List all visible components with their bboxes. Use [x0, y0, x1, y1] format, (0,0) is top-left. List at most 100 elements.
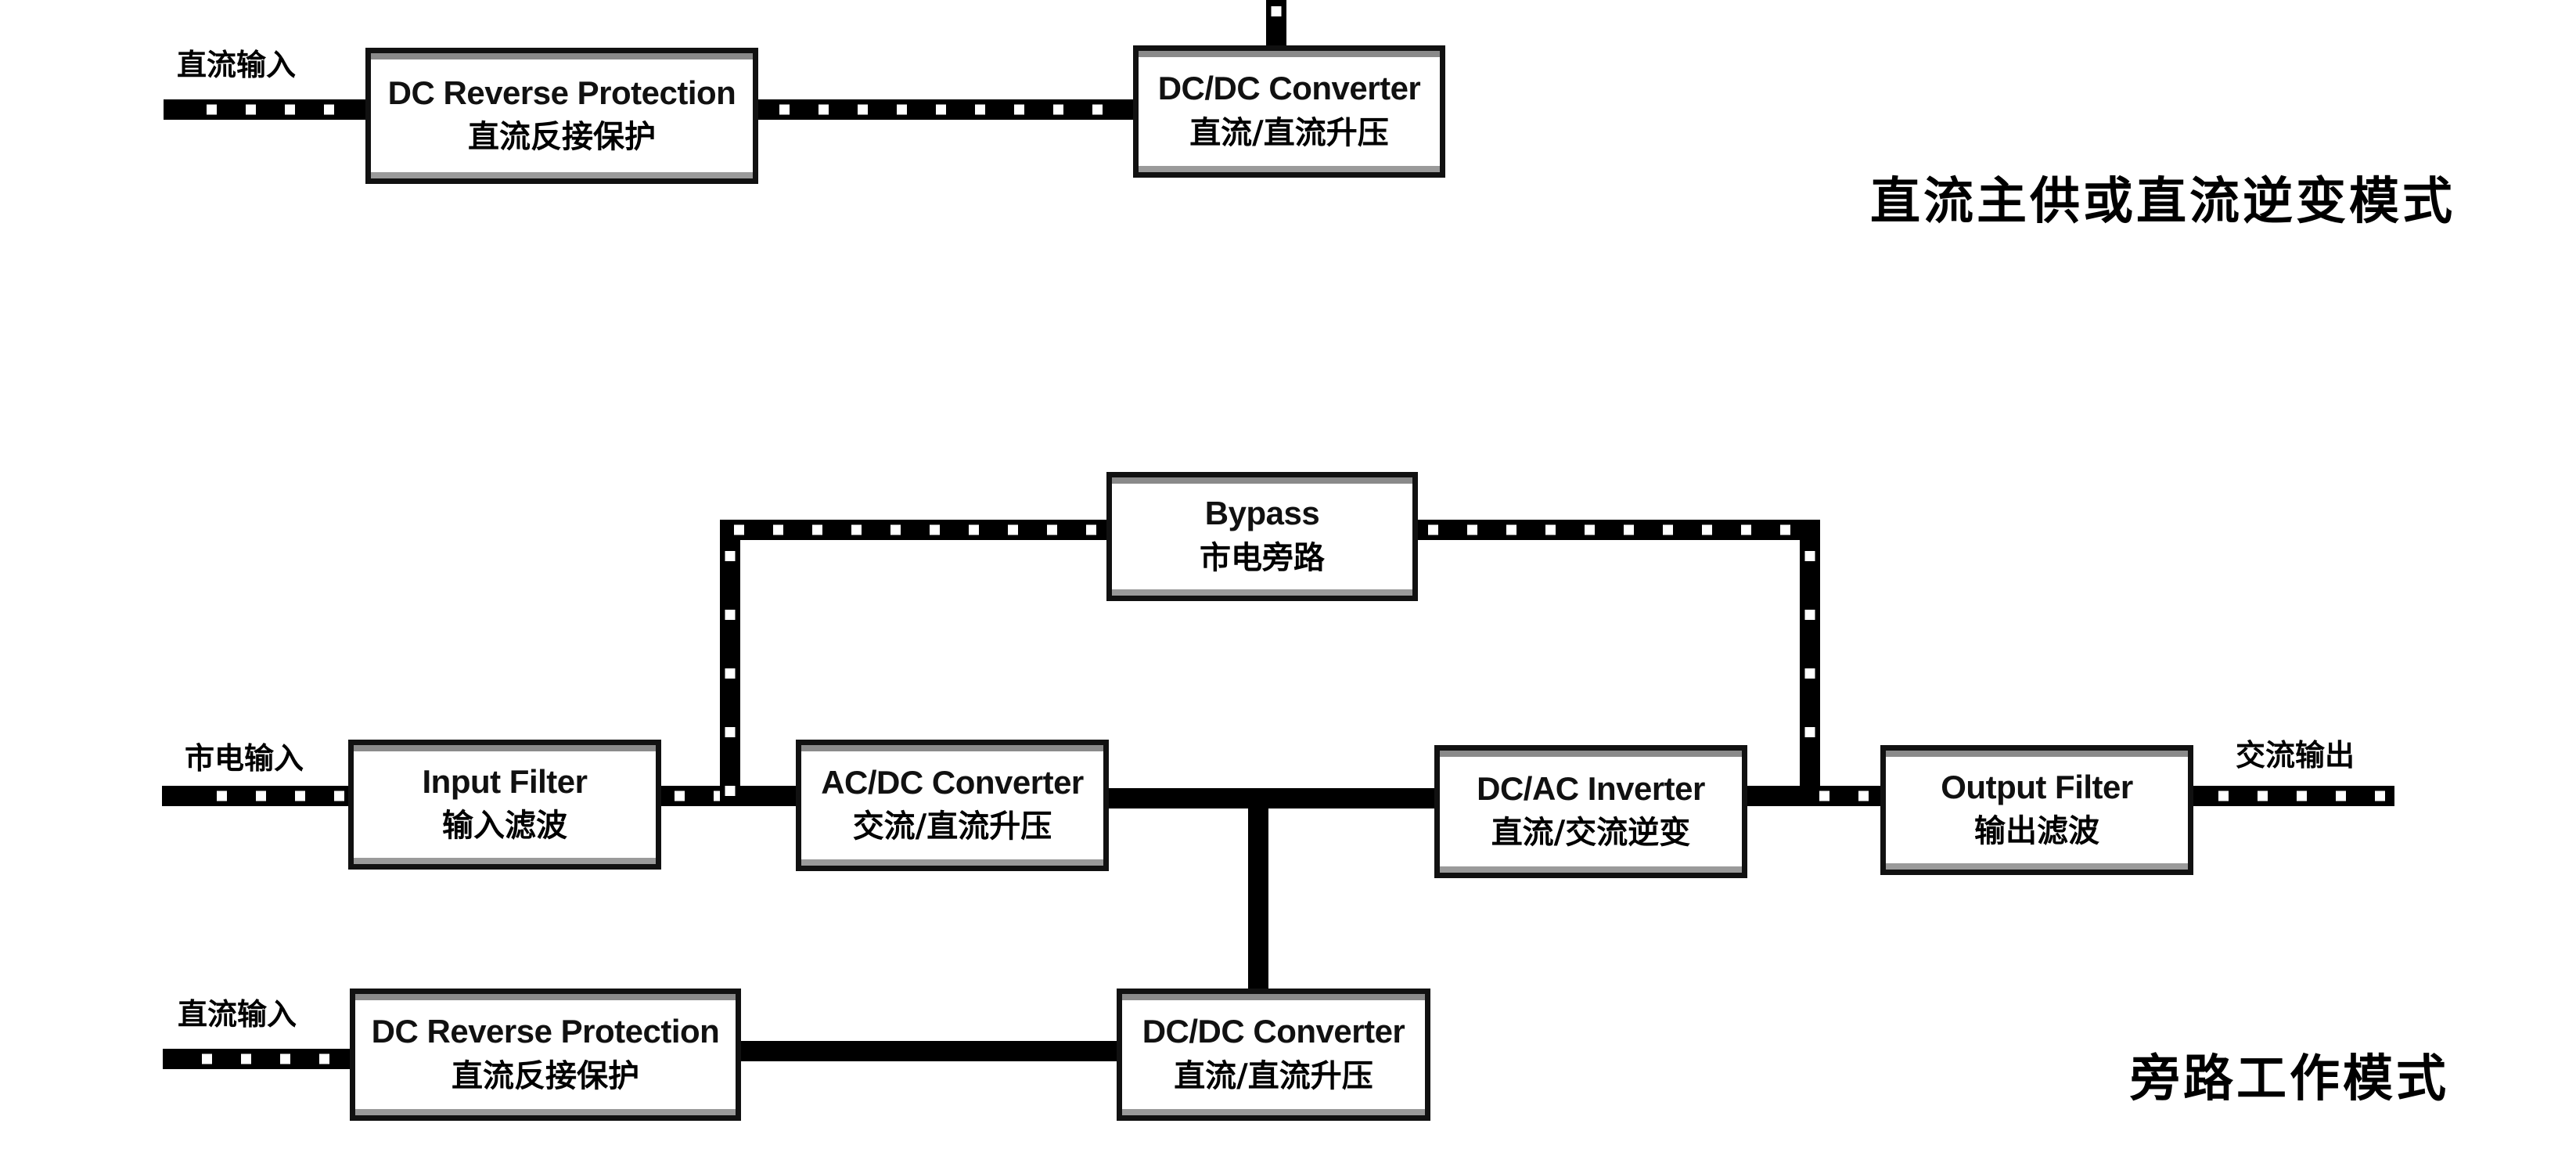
wire-ac-output-dot: [2297, 790, 2307, 801]
wire-bypass-left-vertical-dot: [725, 786, 736, 796]
block-title-zh: 直流/直流升压: [1189, 113, 1389, 151]
wire-bypass-right-horizontal-dot: [1585, 524, 1595, 535]
block-title-en: DC/DC Converter: [1157, 70, 1421, 107]
wire-bypass-left-vertical-dot: [725, 727, 736, 737]
block-title-zh: 直流反接保护: [468, 118, 656, 156]
wire-bypass-right-horizontal-dot: [1624, 524, 1634, 535]
block-title-en: DC Reverse Protection: [387, 74, 736, 111]
block-title-en: AC/DC Converter: [821, 763, 1084, 801]
block-title-en: Output Filter: [1941, 768, 2133, 805]
wire-dc-input-top-dot: [207, 104, 217, 115]
block-title-zh: 直流/交流逆变: [1491, 814, 1691, 852]
wire-bypass-left-horizontal-dot: [969, 524, 979, 535]
block-title-en: Bypass: [1204, 495, 1320, 532]
wire-bypass-left-horizontal-dot: [812, 524, 822, 535]
dc-reverse-protection-block-top: DC Reverse Protection 直流反接保护: [365, 48, 758, 184]
mode-title-bypass: 旁路工作模式: [2130, 1050, 2449, 1108]
wire-ac-output-dot: [2375, 790, 2385, 801]
wire-junction-to-outputfilter-dot: [1819, 790, 1829, 801]
wire-mains-input-dot: [256, 790, 266, 801]
wire-dc-input-bottom-dot: [241, 1053, 251, 1064]
wire-bypass-right-horizontal-dot: [1506, 524, 1516, 535]
mode-title-dc: 直流主供或直流逆变模式: [1870, 173, 2455, 231]
wire-mains-input-dot: [334, 790, 344, 801]
wire-bypass-left-horizontal-dot: [1086, 524, 1096, 535]
wire-bypass-right-horizontal-dot: [1702, 524, 1712, 535]
wire-dcdc-top-upstream-dot: [1271, 6, 1282, 16]
wire-dc-bus-vertical: [1248, 798, 1268, 991]
wire-dc-input-top: [164, 99, 368, 120]
wire-bypass-right-horizontal-dot: [1663, 524, 1673, 535]
bypass-block: Bypass 市电旁路: [1106, 472, 1418, 601]
wire-dcrev-to-dcdc-top-dot: [1053, 104, 1063, 115]
wire-bypass-left-horizontal-dot: [890, 524, 901, 535]
wire-acdc-to-dcac: [1106, 788, 1437, 808]
block-title-en: DC/AC Inverter: [1477, 769, 1705, 807]
acdc-converter-block: AC/DC Converter 交流/直流升压: [796, 740, 1109, 871]
wire-bypass-right-horizontal-dot: [1428, 524, 1438, 535]
wire-bypass-left-horizontal-dot: [734, 524, 744, 535]
mains-input-label: 市电输入: [185, 740, 304, 776]
input-filter-block: Input Filter 输入滤波: [348, 740, 661, 870]
wire-bypass-right-horizontal: [1416, 520, 1820, 540]
dc-reverse-protection-block-bottom: DC Reverse Protection 直流反接保护: [350, 989, 741, 1121]
wire-bypass-right-vertical-dot: [1804, 610, 1815, 620]
wire-dcrev-to-dcdc-top-dot: [1014, 104, 1024, 115]
wire-bypass-left-horizontal-dot: [1047, 524, 1057, 535]
wire-bypass-right-horizontal-dot: [1545, 524, 1556, 535]
block-title-en: Input Filter: [422, 762, 588, 800]
wire-bypass-right-vertical-dot: [1804, 551, 1815, 561]
block-title-zh: 输出滤波: [1974, 812, 2099, 850]
block-title-zh: 直流/直流升压: [1174, 1057, 1373, 1094]
wire-bypass-left-horizontal-dot: [851, 524, 862, 535]
block-title-zh: 交流/直流升压: [852, 808, 1052, 845]
wire-dc-input-bottom-dot: [280, 1053, 290, 1064]
wire-bypass-left-horizontal-dot: [773, 524, 783, 535]
block-title-en: DC/DC Converter: [1142, 1013, 1405, 1050]
wire-ac-output-dot: [2336, 790, 2346, 801]
wire-mains-input-dot: [217, 790, 227, 801]
wire-bypass-left-horizontal: [720, 520, 1109, 540]
block-title-en: DC Reverse Protection: [371, 1013, 720, 1050]
wire-bypass-left-vertical-dot: [725, 610, 736, 620]
wire-bypass-left-vertical-dot: [725, 551, 736, 561]
wire-dcrev-to-dcdc-top-dot: [936, 104, 946, 115]
ac-output-label: 交流输出: [2236, 737, 2355, 772]
wire-junction-to-acdc: [730, 786, 798, 806]
output-filter-block: Output Filter 输出滤波: [1880, 745, 2193, 875]
wire-bypass-left-horizontal-dot: [930, 524, 940, 535]
wire-dc-input-bottom-dot: [202, 1053, 212, 1064]
dc-input-label-bottom: 直流输入: [178, 996, 297, 1032]
wire-junction-to-outputfilter-dot: [1858, 790, 1869, 801]
dcdc-converter-block-bottom: DC/DC Converter 直流/直流升压: [1117, 989, 1430, 1121]
wire-ac-output-dot: [2218, 790, 2229, 801]
wire-bypass-right-horizontal-dot: [1467, 524, 1477, 535]
block-title-zh: 输入滤波: [442, 807, 567, 844]
wire-dcrev-to-dcdc-top-dot: [818, 104, 829, 115]
wire-dcrev-to-dcdc-bottom: [739, 1041, 1119, 1061]
wire-junction-to-outputfilter: [1800, 786, 1883, 806]
wire-bypass-right-vertical-dot: [1804, 668, 1815, 679]
wire-dcrev-to-dcdc-top-dot: [858, 104, 868, 115]
dcdc-converter-block-top: DC/DC Converter 直流/直流升压: [1133, 45, 1445, 178]
block-title-zh: 市电旁路: [1200, 538, 1325, 576]
wires: [162, 0, 2394, 1069]
wire-bypass-right-vertical-dot: [1804, 727, 1815, 737]
wire-dc-input-top-dot: [285, 104, 295, 115]
wire-dcac-to-junction: [1745, 786, 1810, 806]
wire-bypass-right-horizontal-dot: [1780, 524, 1790, 535]
wire-bypass-left-horizontal-dot: [1008, 524, 1018, 535]
wire-dcrev-to-dcdc-top-dot: [975, 104, 985, 115]
dcac-inverter-block: DC/AC Inverter 直流/交流逆变: [1434, 745, 1747, 878]
wire-dc-input-top-dot: [246, 104, 256, 115]
wire-dc-input-bottom-dot: [319, 1053, 329, 1064]
wire-inputfilter-junction-dot: [675, 790, 685, 801]
dc-input-label-top: 直流输入: [177, 47, 297, 82]
wire-dc-input-top-dot: [324, 104, 334, 115]
wire-bypass-left-vertical-dot: [725, 668, 736, 679]
wire-mains-input-dot: [295, 790, 305, 801]
wire-ac-output-dot: [2258, 790, 2268, 801]
wire-bypass-left-vertical: [720, 520, 740, 806]
wire-bypass-right-vertical: [1800, 520, 1820, 806]
